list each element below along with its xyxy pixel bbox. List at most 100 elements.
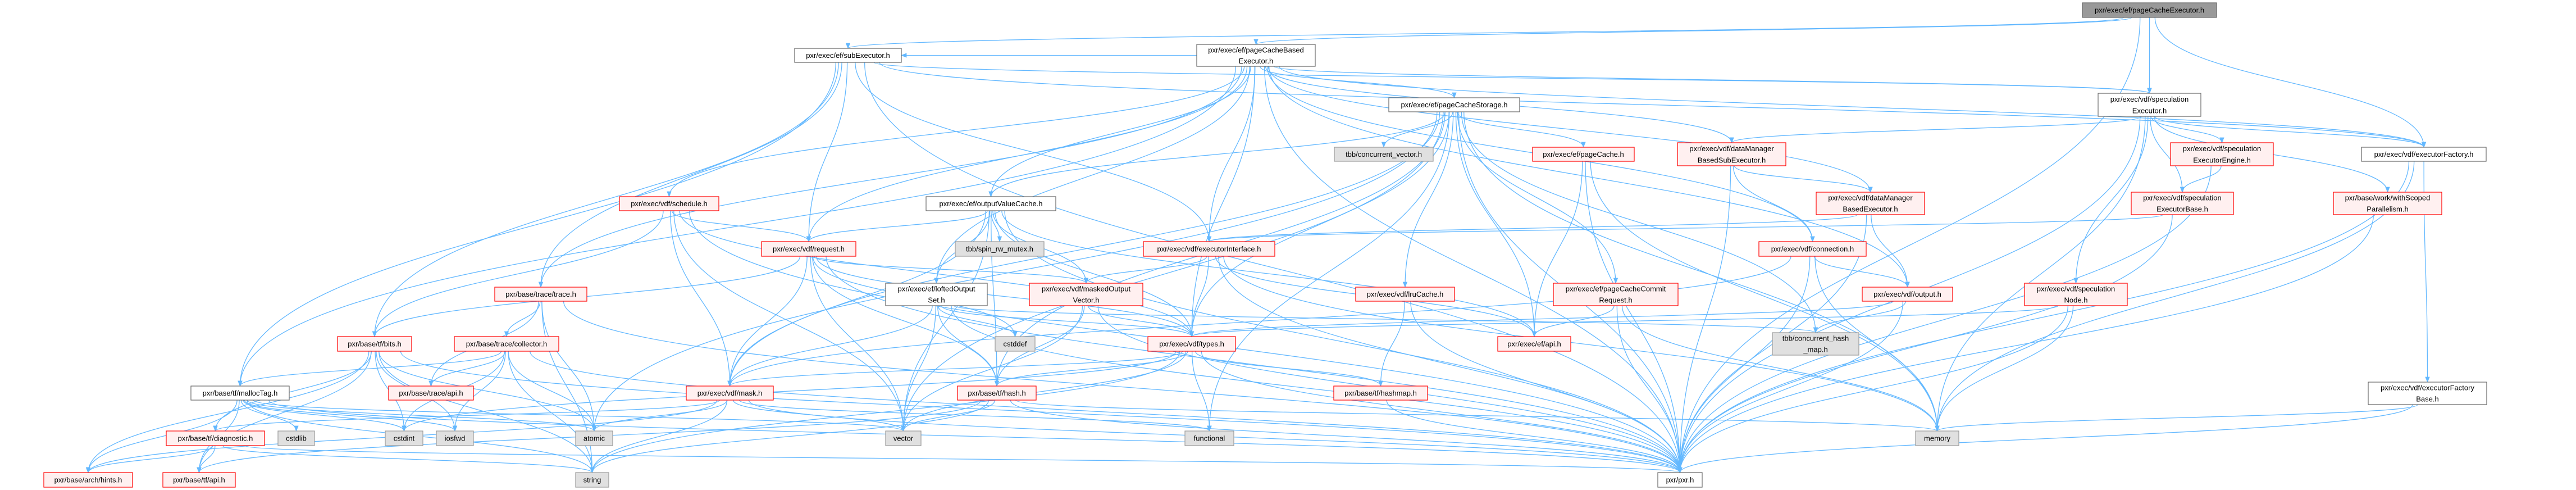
graph-node[interactable]: pxr/exec/vdf/connection.h xyxy=(1758,241,1867,257)
dependency-edge xyxy=(826,256,1683,474)
graph-node[interactable]: pxr/base/tf/hashmap.h xyxy=(1333,385,1428,401)
node-label: pxr/base/arch/hints.h xyxy=(54,476,122,484)
dependency-edge xyxy=(2180,165,2222,193)
dependency-edge xyxy=(2154,116,2426,148)
node-box xyxy=(337,336,412,352)
node-label: functional xyxy=(1194,434,1225,443)
graph-node[interactable]: functional xyxy=(1184,430,1234,446)
dependency-edge xyxy=(1201,351,1683,474)
dependency-edge xyxy=(1191,351,1212,432)
dependency-edge xyxy=(1729,116,2142,144)
node-label: Vector.h xyxy=(1073,296,1100,305)
dependency-edge xyxy=(538,66,1242,288)
node-box xyxy=(957,385,1037,401)
graph-node[interactable]: pxr/exec/ef/pageCacheStorage.h xyxy=(1388,97,1520,112)
graph-node[interactable]: iosfwd xyxy=(436,430,474,446)
node-label: pxr/exec/vdf/executorFactory.h xyxy=(2374,150,2474,158)
dependency-edge xyxy=(1677,165,1731,474)
dependency-edge xyxy=(1386,400,1683,474)
dependency-edge xyxy=(222,445,595,474)
graph-node[interactable]: string xyxy=(575,472,609,488)
node-label: pxr/exec/vdf/types.h xyxy=(1159,340,1224,348)
graph-node[interactable]: pxr/exec/ef/api.h xyxy=(1497,336,1571,352)
graph-node[interactable]: pxr/exec/vdf/schedule.h xyxy=(619,196,719,211)
graph-node[interactable]: vector xyxy=(885,430,922,446)
graph-node[interactable]: pxr/exec/vdf/types.h xyxy=(1147,336,1236,352)
graph-node[interactable]: atomic xyxy=(575,430,613,446)
graph-node[interactable]: pxr/pxr.h xyxy=(1657,472,1703,488)
node-label: pxr/exec/vdf/connection.h xyxy=(1771,245,1854,253)
graph-node[interactable]: pxr/base/tf/bits.h xyxy=(337,336,412,352)
node-box xyxy=(575,430,613,446)
graph-node[interactable]: pxr/exec/vdf/executorFactory.h xyxy=(2361,147,2487,162)
graph-node[interactable]: pxr/base/arch/hints.h xyxy=(43,472,133,488)
dependency-edge xyxy=(244,400,458,432)
graph-node[interactable]: pxr/base/tf/hash.h xyxy=(957,385,1037,401)
dependency-edge xyxy=(1456,111,1586,148)
graph-node[interactable]: tbb/spin_rw_mutex.h xyxy=(955,241,1045,257)
dependency-edge xyxy=(873,62,2151,94)
node-box xyxy=(1143,241,1275,257)
dependency-edge xyxy=(243,400,407,432)
node-label: pxr/base/trace/api.h xyxy=(399,389,463,397)
graph-node[interactable]: cstdlib xyxy=(277,430,315,446)
graph-node[interactable]: pxr/exec/ef/outputValueCache.h xyxy=(925,196,1056,211)
dependency-edge xyxy=(530,351,1683,474)
node-label: memory xyxy=(1924,434,1950,443)
node-label: pxr/exec/vdf/speculation xyxy=(2037,285,2115,293)
node-label: cstdlib xyxy=(286,434,307,443)
dependency-edge xyxy=(815,256,1194,338)
dependency-edge xyxy=(197,351,372,474)
node-label: Parallelism.h xyxy=(2367,205,2408,214)
graph-node[interactable]: pxr/exec/vdf/output.h xyxy=(1862,287,1953,302)
node-label: ExecutorEngine.h xyxy=(2193,156,2251,164)
graph-node[interactable]: pxr/base/tf/api.h xyxy=(162,472,236,488)
dependency-edge xyxy=(1813,301,1906,334)
dependency-edge xyxy=(1734,165,1873,193)
graph-node[interactable]: cstdint xyxy=(385,430,423,446)
graph-node[interactable]: pxr/base/trace/api.h xyxy=(388,385,474,401)
dependency-edge xyxy=(452,351,506,432)
node-label: pxr/exec/vdf/executorFactory xyxy=(2381,384,2474,392)
graph-node[interactable]: pxr/base/trace/collector.h xyxy=(454,336,559,352)
node-label: Executor.h xyxy=(2132,106,2167,115)
graph-node[interactable]: memory xyxy=(1915,430,1959,446)
graph-node[interactable]: cstddef xyxy=(995,336,1036,352)
graph-node[interactable]: pxr/exec/ef/pageCache.h xyxy=(1532,147,1635,162)
graph-node[interactable]: pxr/exec/ef/subExecutor.h xyxy=(794,48,902,63)
node-box xyxy=(436,430,474,446)
dependency-edge xyxy=(1268,66,1873,193)
dependency-edge xyxy=(673,210,906,432)
dependency-edge xyxy=(1732,165,1815,243)
graph-node[interactable]: pxr/exec/vdf/request.h xyxy=(761,241,856,257)
graph-node[interactable]: tbb/concurrent_vector.h xyxy=(1334,147,1434,162)
graph-node[interactable]: pxr/base/trace/trace.h xyxy=(494,287,587,302)
dependency-edge xyxy=(806,210,988,243)
graph-node[interactable]: pxr/base/tf/diagnostic.h xyxy=(166,430,265,446)
graph-node[interactable]: tbb/concurrent_hash_map.h xyxy=(1772,332,1859,356)
graph-node[interactable]: pxr/exec/vdf/dataManagerBasedSubExecutor… xyxy=(1677,142,1786,166)
graph-node[interactable]: pxr/exec/vdf/executorInterface.h xyxy=(1143,241,1275,257)
node-label: pxr/base/tf/api.h xyxy=(173,476,225,484)
graph-node[interactable]: pxr/exec/vdf/lruCache.h xyxy=(1355,287,1455,302)
node-box xyxy=(1147,336,1236,352)
dependency-edge xyxy=(247,400,596,432)
node-label: pxr/base/work/withScoped xyxy=(2345,194,2431,202)
dependency-edge xyxy=(1677,256,1811,474)
dependency-edge xyxy=(1207,111,1450,432)
dependency-edge xyxy=(1206,66,1256,243)
dependency-edge xyxy=(400,351,1683,474)
graph-node[interactable]: pxr/exec/vdf/mask.h xyxy=(686,385,774,401)
graph-node[interactable]: pxr/base/tf/mallocTag.h xyxy=(190,385,290,401)
